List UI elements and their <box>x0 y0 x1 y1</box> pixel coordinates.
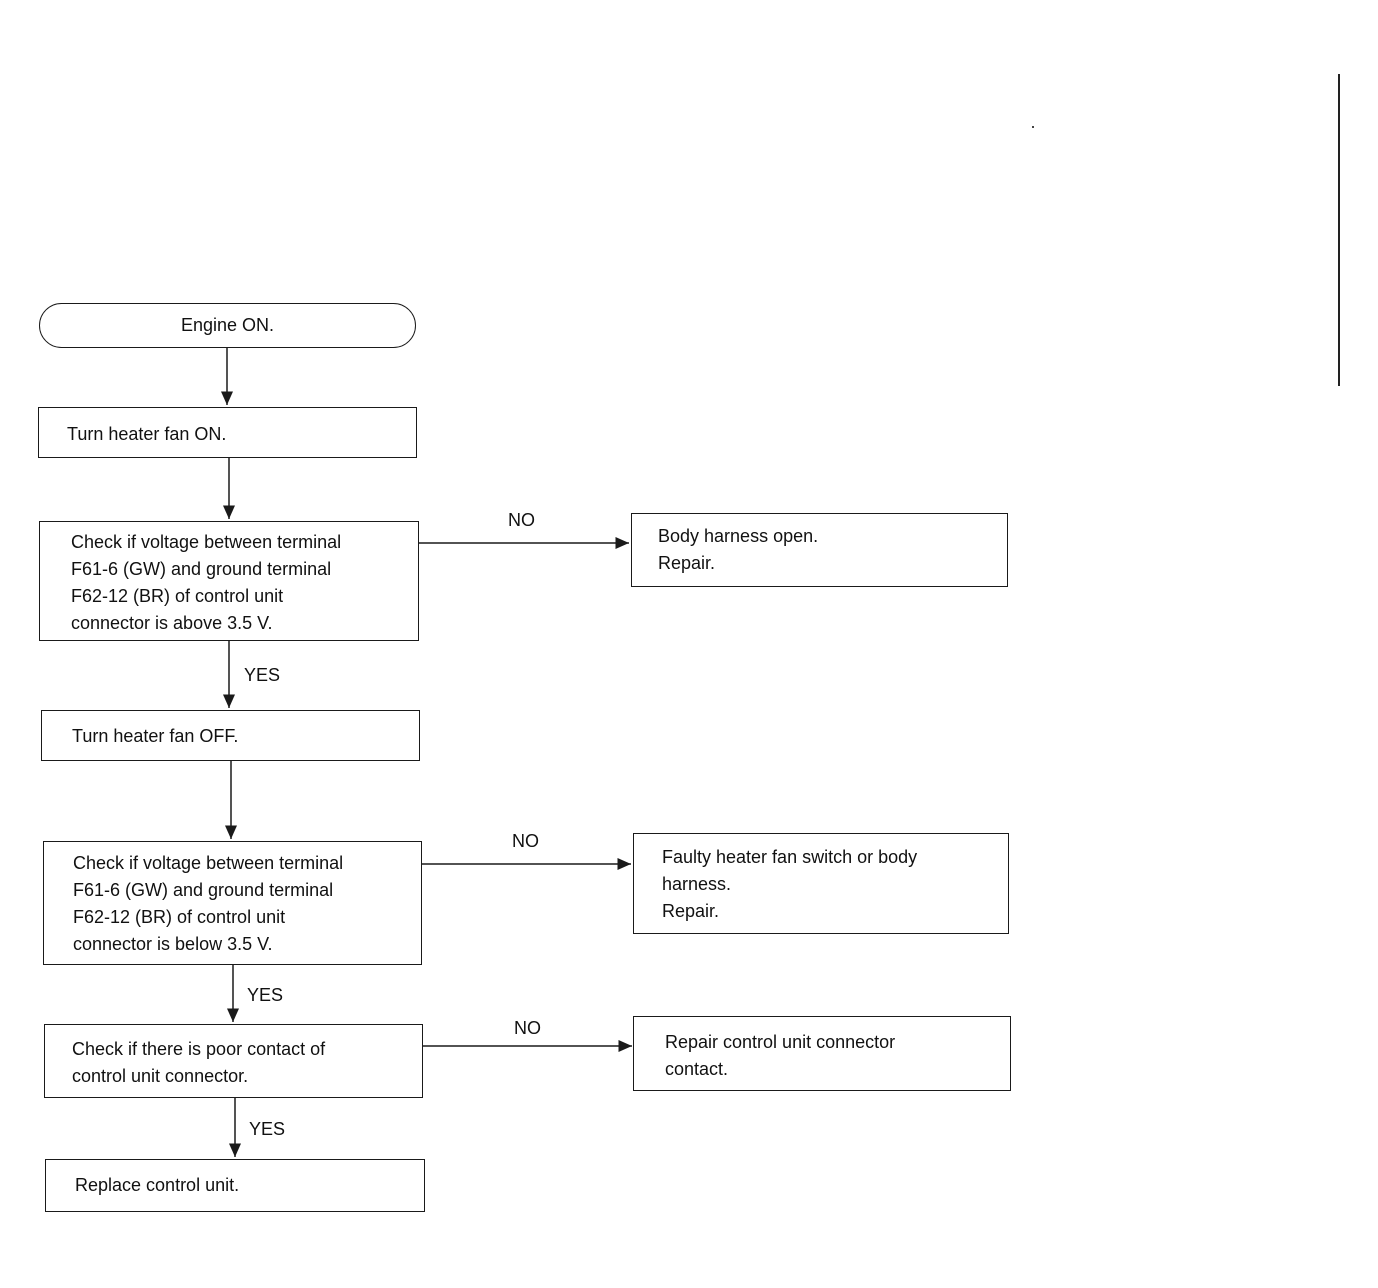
edge-label-yes-3: YES <box>249 1119 286 1139</box>
edge-label-no-1: NO <box>508 510 535 530</box>
step-turn-fan-off-label: Turn heater fan OFF. <box>72 726 239 746</box>
start-node: Engine ON. <box>39 303 416 348</box>
step-replace-control-unit-label: Replace control unit. <box>75 1175 240 1195</box>
step-turn-fan-off: Turn heater fan OFF. <box>41 710 420 761</box>
start-label: Engine ON. <box>180 315 275 335</box>
decision-voltage-above-label: Check if voltage between terminal F61-6 … <box>71 532 342 633</box>
result-repair-connector-contact: Repair control unit connector contact. <box>633 1016 1011 1091</box>
decision-voltage-below: Check if voltage between terminal F61-6 … <box>43 841 422 965</box>
step-turn-fan-on-label: Turn heater fan ON. <box>67 424 227 444</box>
step-replace-control-unit: Replace control unit. <box>45 1159 425 1212</box>
result-repair-connector-label: Repair control unit connector contact. <box>665 1032 896 1079</box>
result-faulty-switch-or-harness: Faulty heater fan switch or body harness… <box>633 833 1009 934</box>
decision-poor-contact: Check if there is poor contact of contro… <box>44 1024 423 1098</box>
edge-label-yes-2: YES <box>247 985 284 1005</box>
page-edge-rule <box>1338 74 1340 386</box>
edge-label-yes-1: YES <box>244 665 281 685</box>
decision-voltage-below-label: Check if voltage between terminal F61-6 … <box>73 853 344 954</box>
edge-label-no-3: NO <box>514 1018 541 1038</box>
result-body-harness-open: Body harness open. Repair. <box>631 513 1008 587</box>
edge-label-no-2: NO <box>512 831 539 851</box>
decision-voltage-above: Check if voltage between terminal F61-6 … <box>39 521 419 641</box>
step-turn-fan-on: Turn heater fan ON. <box>38 407 417 458</box>
scan-speck <box>1032 126 1034 128</box>
result-body-harness-open-label: Body harness open. Repair. <box>658 526 819 573</box>
result-faulty-switch-label: Faulty heater fan switch or body harness… <box>662 847 918 921</box>
decision-poor-contact-label: Check if there is poor contact of contro… <box>72 1039 326 1086</box>
